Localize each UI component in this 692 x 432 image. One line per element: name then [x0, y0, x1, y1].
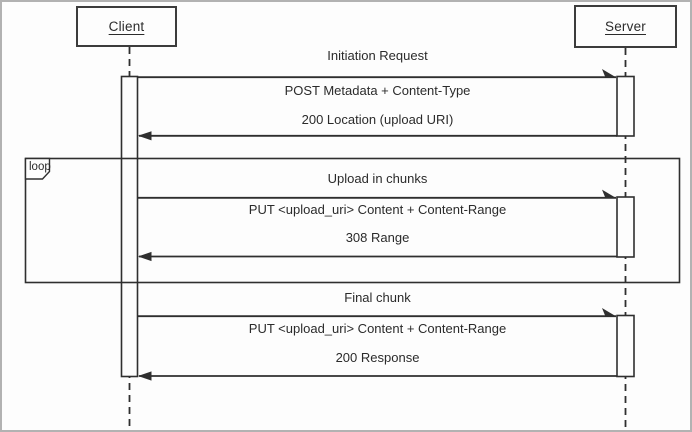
section-title-initiation-request: Initiation Request [327, 48, 428, 63]
message-label-put-final: PUT <upload_uri> Content + Content-Range [248, 321, 507, 336]
actor-server-label: Server [605, 19, 646, 34]
arrowhead-left-1 [138, 131, 152, 141]
loop-operator-pentagon [24, 157, 51, 180]
message-label-post-metadata: POST Metadata + Content-Type [284, 83, 471, 98]
server-activation-bar-2 [616, 196, 635, 258]
arrowhead-right-2 [602, 189, 617, 199]
arrowhead-right-1 [602, 69, 617, 78]
section-title-upload-in-chunks: Upload in chunks [327, 171, 428, 186]
actor-server: Server [574, 5, 677, 48]
activations [120, 75, 635, 378]
arrowhead-left-3 [138, 371, 152, 381]
loop-fragment [24, 157, 681, 284]
message-label-308-range: 308 Range [345, 230, 410, 245]
actor-client-label: Client [108, 19, 145, 34]
server-activation-bar-1 [616, 75, 635, 137]
arrowhead-right-3 [602, 308, 617, 317]
actor-client: Client [76, 6, 177, 47]
section-title-final-chunk: Final chunk [344, 290, 411, 305]
server-activation-bar-3 [616, 314, 635, 378]
message-label-200-location: 200 Location (upload URI) [301, 112, 454, 127]
loop-frame [24, 157, 681, 284]
message-label-put-chunk: PUT <upload_uri> Content + Content-Range [248, 202, 507, 217]
loop-operator-label: loop [29, 161, 51, 173]
arrowhead-left-2 [138, 251, 152, 262]
client-activation-bar [120, 75, 139, 378]
message-arrows [137, 69, 617, 381]
message-label-200-response: 200 Response [335, 350, 420, 365]
